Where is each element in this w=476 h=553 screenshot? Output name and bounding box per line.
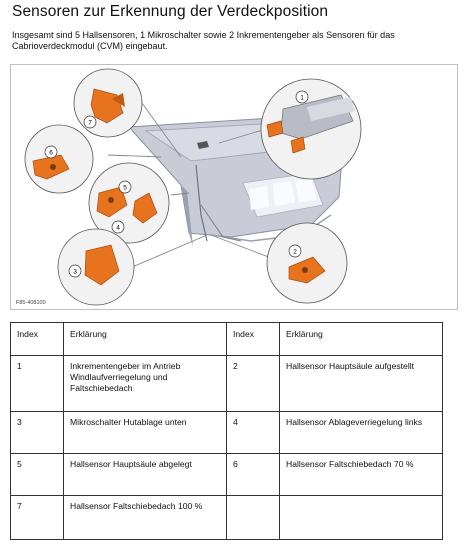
explanation-cell: Hallsensor Faltschiebedach 70 % — [279, 453, 443, 496]
explanation-cell: Hallsensor Ablageverriegelung links — [279, 411, 443, 454]
callout-3: 3 — [68, 264, 82, 278]
callout-5: 5 — [118, 180, 132, 194]
callout-4: 4 — [111, 220, 125, 234]
index-cell: 5 — [10, 453, 64, 496]
index-cell: 4 — [226, 411, 280, 454]
callout-badges: 1 2 3 4 5 6 7 — [44, 90, 309, 278]
page-title: Sensoren zur Erkennung der Verdeckpositi… — [12, 3, 329, 20]
svg-text:3: 3 — [73, 268, 77, 275]
svg-text:6: 6 — [49, 149, 53, 156]
svg-text:7: 7 — [88, 119, 92, 126]
table-row: 7 Hallsensor Faltschiebedach 100 % — [10, 495, 443, 540]
figure-code: F85-408100 — [16, 300, 46, 306]
svg-text:1: 1 — [300, 94, 304, 101]
sensor-parts — [32, 88, 355, 286]
callout-7: 7 — [83, 115, 97, 129]
index-cell: 2 — [226, 355, 280, 412]
svg-text:4: 4 — [116, 224, 120, 231]
explanation-cell: Hallsensor Hauptsäule aufgestellt — [279, 355, 443, 412]
table-header-row: Index Erklärung Index Erklärung — [10, 322, 443, 356]
legend-table: Index Erklärung Index Erklärung 1 Inkrem… — [10, 322, 443, 540]
explanation-cell: Hallsensor Hauptsäule abgelegt — [63, 453, 227, 496]
explanation-cell — [279, 495, 443, 540]
header-explanation-1: Erklärung — [63, 322, 227, 356]
roof-illustration: 1 2 3 4 5 6 7 — [24, 68, 362, 306]
index-cell: 7 — [10, 495, 64, 540]
table-row: 1 Inkrementengeber im Antrieb Windlaufve… — [10, 355, 443, 412]
header-index-2: Index — [226, 322, 280, 356]
callout-6: 6 — [44, 145, 58, 159]
index-cell — [226, 495, 280, 540]
index-cell: 6 — [226, 453, 280, 496]
svg-text:5: 5 — [123, 184, 127, 191]
index-cell: 3 — [10, 411, 64, 454]
table-row: 5 Hallsensor Hauptsäule abgelegt 6 Halls… — [10, 453, 443, 496]
intro-text: Insgesamt sind 5 Hallsensoren, 1 Mikrosc… — [12, 30, 395, 51]
table-row: 3 Mikroschalter Hutablage unten 4 Hallse… — [10, 411, 443, 454]
sensor-location-figure: 1 2 3 4 5 6 7 F85-408100 — [10, 64, 458, 310]
header-explanation-2: Erklärung — [279, 322, 443, 356]
callout-1: 1 — [295, 90, 309, 104]
svg-text:2: 2 — [293, 248, 297, 255]
index-cell: 1 — [10, 355, 64, 412]
explanation-cell: Inkrementengeber im Antrieb Windlaufverr… — [63, 355, 227, 412]
callout-2: 2 — [288, 244, 302, 258]
header-index-1: Index — [10, 322, 64, 356]
explanation-cell: Mikroschalter Hutablage unten — [63, 411, 227, 454]
explanation-cell: Hallsensor Faltschiebedach 100 % — [63, 495, 227, 540]
